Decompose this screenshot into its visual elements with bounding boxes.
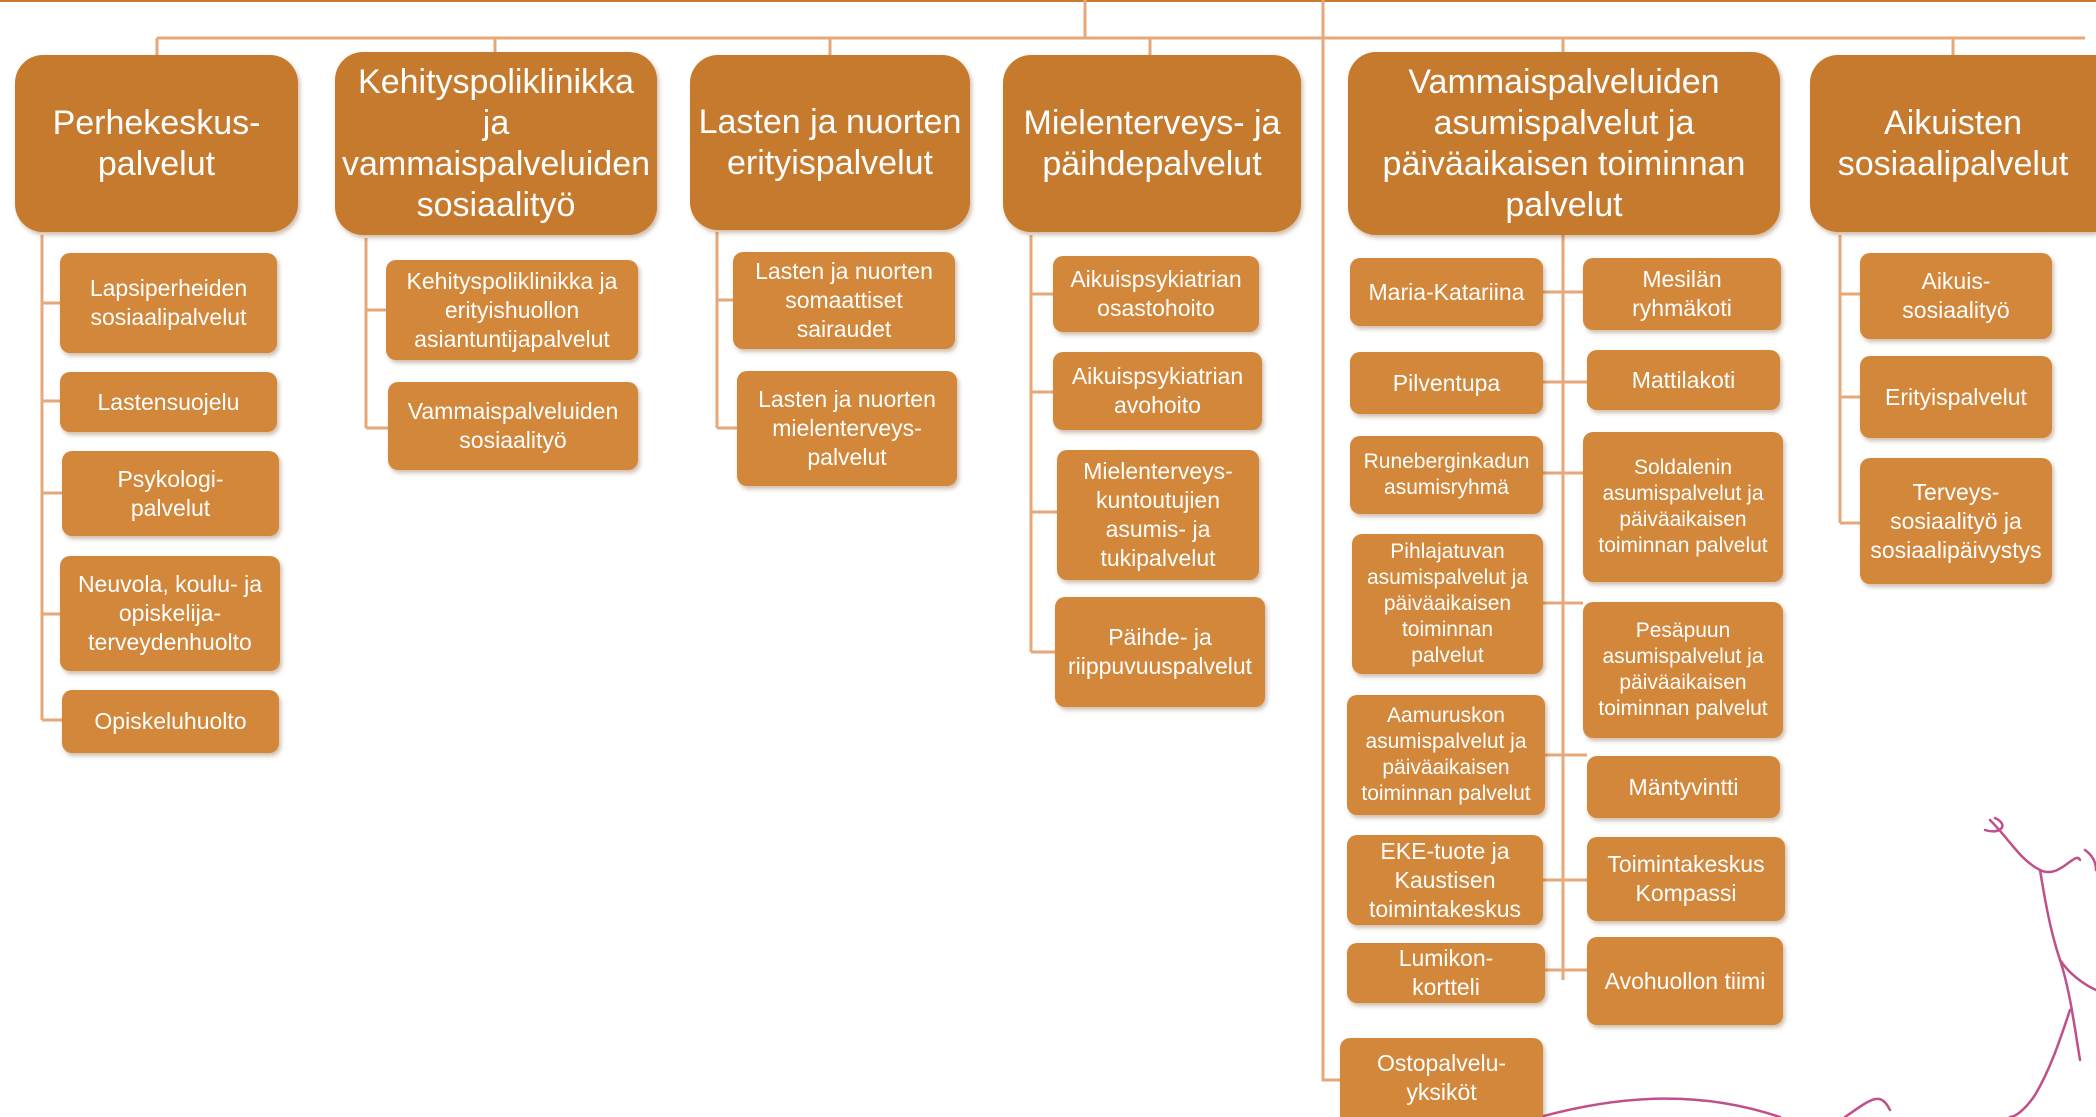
node-mielenterveyspalvelut: Lasten ja nuorten mielenterveys- palvelu… — [737, 371, 957, 486]
node-label: Lumikon- kortteli — [1398, 945, 1494, 1000]
node-label: Lasten ja nuorten somaattiset sairaudet — [755, 258, 933, 342]
node-aikuissosiaalityo: Aikuis- sosiaalityö — [1860, 253, 2052, 339]
node-label: Terveys- sosiaalityö ja sosiaalipäivysty… — [1870, 478, 2042, 563]
head-vammaispalveluiden-asumispalvelut: Vammaispalveluiden asumispalvelut ja päi… — [1348, 52, 1780, 235]
node-label: Mäntyvintti — [1628, 773, 1739, 800]
node-eke-tuote: EKE-tuote ja Kaustisen toimintakeskus — [1347, 835, 1543, 925]
head-lasten-ja-nuorten: Lasten ja nuorten erityispalvelut — [690, 55, 970, 230]
node-label: Toimintakeskus Kompassi — [1607, 851, 1765, 906]
head-aikuisten-sosiaalipalvelut: Aikuisten sosiaalipalvelut — [1810, 55, 2096, 232]
node-lumikonkortteli: Lumikon- kortteli — [1347, 943, 1545, 1003]
node-terveyssosiaalityo: Terveys- sosiaalityö ja sosiaalipäivysty… — [1860, 458, 2052, 584]
node-avohoito: Aikuispsykiatrian avohoito — [1053, 352, 1262, 430]
head-vammaispalveluiden-asumispalvelut-label: Vammaispalveluiden asumispalvelut ja päi… — [1382, 62, 1746, 224]
node-label: Soldalenin asumispalvelut ja päiväaikais… — [1598, 456, 1768, 557]
node-soldalenin: Soldalenin asumispalvelut ja päiväaikais… — [1583, 432, 1783, 582]
node-label: Pihlajatuvan asumispalvelut ja päiväaika… — [1366, 540, 1529, 667]
node-label: Avohuollon tiimi — [1604, 967, 1766, 994]
node-label: Lapsiperheiden sosiaalipalvelut — [89, 275, 248, 330]
node-label: Ostopalvelu- yksiköt — [1376, 1049, 1507, 1105]
node-somaattiset: Lasten ja nuorten somaattiset sairaudet — [733, 252, 955, 349]
node-toimintakeskus-kompassi: Toimintakeskus Kompassi — [1587, 837, 1785, 921]
node-vammaispalveluiden-sosiaalityo: Vammaispalveluiden sosiaalityö — [388, 382, 638, 470]
node-label: Mielenterveys- kuntoutujien asumis- ja t… — [1083, 458, 1233, 571]
node-pihlajatuvan: Pihlajatuvan asumispalvelut ja päiväaika… — [1352, 534, 1543, 674]
node-label: Aamuruskon asumispalvelut ja päiväaikais… — [1361, 704, 1531, 805]
node-asumis-ja-tukipalvelut: Mielenterveys- kuntoutujien asumis- ja t… — [1057, 450, 1259, 580]
node-aamuruskon: Aamuruskon asumispalvelut ja päiväaikais… — [1347, 695, 1545, 815]
head-perhekeskus: Perhekeskus- palvelut — [15, 55, 298, 232]
head-kehityspoliklinikka: Kehityspoliklinikka ja vammaispalveluide… — [335, 52, 657, 235]
node-label: Pilventupa — [1392, 369, 1501, 396]
node-psykologipalvelut: Psykologi- palvelut — [62, 451, 279, 536]
head-mielenterveys: Mielenterveys- ja päihdepalvelut — [1003, 55, 1301, 232]
node-maria-katariina: Maria-Katariina — [1350, 258, 1543, 326]
node-label: Lastensuojelu — [97, 388, 240, 415]
node-ostopalveluyksikot: Ostopalvelu- yksiköt — [1340, 1038, 1543, 1117]
node-mantyvintti: Mäntyvintti — [1587, 756, 1780, 818]
node-label: Mattilakoti — [1631, 366, 1736, 393]
head-lasten-ja-nuorten-label: Lasten ja nuorten erityispalvelut — [698, 102, 962, 182]
node-lastensuojelu: Lastensuojelu — [60, 372, 277, 432]
node-kehityspoliklinikka-asiantuntija: Kehityspoliklinikka ja erityishuollon as… — [386, 260, 638, 360]
node-label: Erityispalvelut — [1885, 383, 2027, 410]
node-label: Kehityspoliklinikka ja erityishuollon as… — [406, 267, 618, 352]
node-osastohoito: Aikuispsykiatrian osastohoito — [1053, 256, 1259, 332]
node-label: Aikuispsykiatrian osastohoito — [1070, 266, 1242, 321]
head-kehityspoliklinikka-label: Kehityspoliklinikka ja vammaispalveluide… — [341, 62, 651, 224]
node-runeberginkadun: Runeberginkadun asumisryhmä — [1350, 436, 1543, 514]
node-label: Mesilän ryhmäkoti — [1632, 266, 1732, 321]
node-label: Aikuispsykiatrian avohoito — [1071, 363, 1244, 418]
node-mattilakoti: Mattilakoti — [1587, 350, 1780, 410]
head-perhekeskus-label: Perhekeskus- palvelut — [52, 103, 261, 183]
node-avohuollon-tiimi: Avohuollon tiimi — [1587, 937, 1783, 1025]
node-neuvola: Neuvola, koulu- ja opiskelija- terveyden… — [60, 556, 280, 671]
node-label: Aikuis- sosiaalityö — [1902, 268, 2010, 323]
node-label: Psykologi- palvelut — [117, 465, 224, 521]
node-label: Pesäpuun asumispalvelut ja päiväaikaisen… — [1598, 619, 1768, 720]
node-label: Maria-Katariina — [1368, 278, 1525, 305]
node-label: Opiskeluhuolto — [94, 708, 247, 734]
node-pesapuun: Pesäpuun asumispalvelut ja päiväaikaisen… — [1583, 602, 1783, 738]
node-label: Runeberginkadun asumisryhmä — [1363, 450, 1530, 499]
node-label: EKE-tuote ja Kaustisen toimintakeskus — [1368, 837, 1522, 922]
node-erityispalvelut: Erityispalvelut — [1860, 356, 2052, 438]
node-lapsiperheiden: Lapsiperheiden sosiaalipalvelut — [60, 253, 277, 353]
head-mielenterveys-label: Mielenterveys- ja päihdepalvelut — [1023, 103, 1281, 183]
node-label: Päihde- ja riippuvuuspalvelut — [1067, 624, 1253, 679]
node-label: Lasten ja nuorten mielenterveys- palvelu… — [758, 386, 936, 470]
node-mesilan-ryhmakoti: Mesilän ryhmäkoti — [1583, 258, 1781, 330]
node-paihdepalvelut: Päihde- ja riippuvuuspalvelut — [1055, 597, 1265, 707]
node-pilventupa: Pilventupa — [1350, 352, 1543, 414]
head-aikuisten-sosiaalipalvelut-label: Aikuisten sosiaalipalvelut — [1837, 103, 2069, 183]
node-opiskeluhuolto: Opiskeluhuolto — [62, 690, 279, 753]
node-label: Vammaispalveluiden sosiaalityö — [407, 398, 619, 453]
node-label: Neuvola, koulu- ja opiskelija- terveyden… — [77, 571, 263, 655]
